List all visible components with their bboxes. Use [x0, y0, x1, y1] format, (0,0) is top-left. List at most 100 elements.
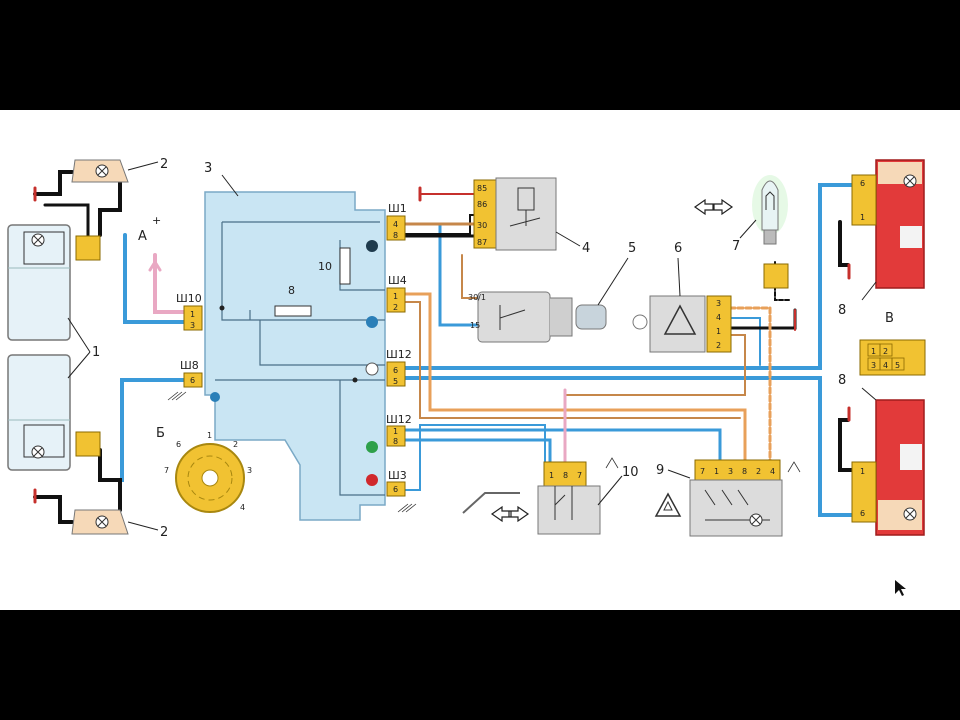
- svg-text:4: 4: [716, 313, 721, 322]
- label-sh4: Ш4: [388, 274, 407, 287]
- label-8-top: 8: [838, 303, 846, 318]
- svg-text:2: 2: [883, 347, 888, 356]
- svg-text:5: 5: [895, 361, 900, 370]
- svg-text:7: 7: [700, 467, 705, 476]
- ground-symbol-icon: [167, 391, 187, 401]
- connector-dial-b: [175, 443, 245, 513]
- svg-text:1: 1: [860, 467, 865, 476]
- ground-symbol-icon: [397, 503, 417, 513]
- label-fuse-10: 10: [318, 260, 332, 273]
- label-fuse-8: 8: [288, 284, 295, 297]
- svg-text:3: 3: [871, 361, 876, 370]
- svg-text:4: 4: [770, 467, 775, 476]
- ignition-switch-5: [477, 291, 607, 343]
- headlamp-top: [7, 224, 101, 341]
- dial-6: 6: [176, 440, 181, 449]
- svg-text:1: 1: [393, 427, 398, 436]
- svg-text:6: 6: [190, 376, 195, 385]
- label-5: 5: [628, 241, 636, 256]
- svg-text:6: 6: [860, 179, 865, 188]
- label-v: В: [885, 311, 894, 326]
- label-sh12-bottom: Ш12: [386, 413, 412, 426]
- svg-text:15: 15: [470, 321, 480, 330]
- svg-text:5: 5: [393, 377, 398, 386]
- svg-text:2: 2: [756, 467, 761, 476]
- turn-arrows-icon-bottom: [490, 505, 530, 523]
- indicator-dot-blue-left: [210, 392, 220, 402]
- label-6: 6: [674, 241, 682, 256]
- indicator-dot-blue: [366, 316, 378, 328]
- svg-text:3: 3: [728, 467, 733, 476]
- svg-text:86: 86: [477, 200, 487, 209]
- label-8-bottom: 8: [838, 373, 846, 388]
- block-connectors-right: 4 8 1 2 6 5 1 8 6: [386, 215, 406, 497]
- dial-2: 2: [233, 440, 238, 449]
- indicator-dot-green: [366, 441, 378, 453]
- svg-text:1: 1: [393, 292, 398, 301]
- svg-text:2: 2: [716, 341, 721, 350]
- svg-text:6: 6: [393, 366, 398, 375]
- stalk-icon: [462, 492, 520, 514]
- svg-text:1: 1: [549, 471, 554, 480]
- mounting-block: [204, 191, 386, 521]
- fuse-10-icon: [339, 247, 351, 285]
- label-2-top: 2: [160, 157, 168, 172]
- wires: [33, 170, 860, 524]
- svg-text:6: 6: [393, 485, 398, 494]
- hazard-relay-9: [689, 459, 783, 537]
- indicator-dot-white: [365, 362, 379, 376]
- dial-1: 1: [207, 431, 212, 440]
- block-connectors-left: 1 3 6: [183, 305, 203, 388]
- rear-lamp-top: [851, 159, 925, 289]
- dial-7: 7: [164, 466, 169, 475]
- svg-text:8: 8: [742, 467, 747, 476]
- svg-text:4: 4: [883, 361, 888, 370]
- hazard-triangle-icon: [663, 304, 697, 335]
- label-sh3: Ш3: [388, 469, 407, 482]
- svg-text:8: 8: [393, 231, 398, 240]
- dial-4: 4: [240, 503, 245, 512]
- side-repeater-bottom: [71, 509, 129, 535]
- headlamp-bottom: [7, 354, 101, 471]
- label-3: 3: [204, 161, 212, 176]
- socket-v: [859, 339, 926, 376]
- svg-text:2: 2: [393, 303, 398, 312]
- svg-text:1: 1: [190, 310, 195, 319]
- label-7: 7: [732, 239, 740, 254]
- mouse-cursor-icon: [895, 580, 906, 596]
- label-sh10: Ш10: [176, 292, 202, 305]
- label-9: 9: [656, 463, 664, 478]
- svg-text:1: 1: [714, 467, 719, 476]
- svg-text:87: 87: [477, 238, 487, 247]
- svg-text:1: 1: [716, 327, 721, 336]
- label-2-bottom: 2: [160, 525, 168, 540]
- svg-text:8: 8: [563, 471, 568, 480]
- svg-text:6: 6: [860, 509, 865, 518]
- label-4: 4: [582, 241, 590, 256]
- turn-switch-10: [537, 461, 601, 535]
- label-sh1: Ш1: [388, 202, 407, 215]
- rear-lamp-bottom: [851, 399, 925, 536]
- turn-arrows-icon: [693, 198, 734, 216]
- svg-text:3: 3: [190, 321, 195, 330]
- svg-text:30/1: 30/1: [468, 293, 486, 302]
- wire-tag-icon: [605, 457, 801, 473]
- label-b: Б: [156, 426, 165, 441]
- svg-text:30: 30: [477, 221, 487, 230]
- side-repeater-top: [71, 159, 129, 183]
- svg-text:1: 1: [860, 213, 865, 222]
- svg-text:7: 7: [577, 471, 582, 480]
- label-1: 1: [92, 345, 100, 360]
- label-a: А: [138, 229, 147, 244]
- svg-text:85: 85: [477, 184, 487, 193]
- indicator-dot-dark: [366, 240, 378, 252]
- hazard-triangle-icon-small: [654, 492, 682, 517]
- label-sh8: Ш8: [180, 359, 199, 372]
- label-10: 10: [622, 465, 639, 480]
- relay-4: [473, 177, 557, 251]
- indicator-dot-red: [366, 474, 378, 486]
- dial-3: 3: [247, 466, 252, 475]
- svg-text:3: 3: [716, 299, 721, 308]
- svg-text:8: 8: [393, 437, 398, 446]
